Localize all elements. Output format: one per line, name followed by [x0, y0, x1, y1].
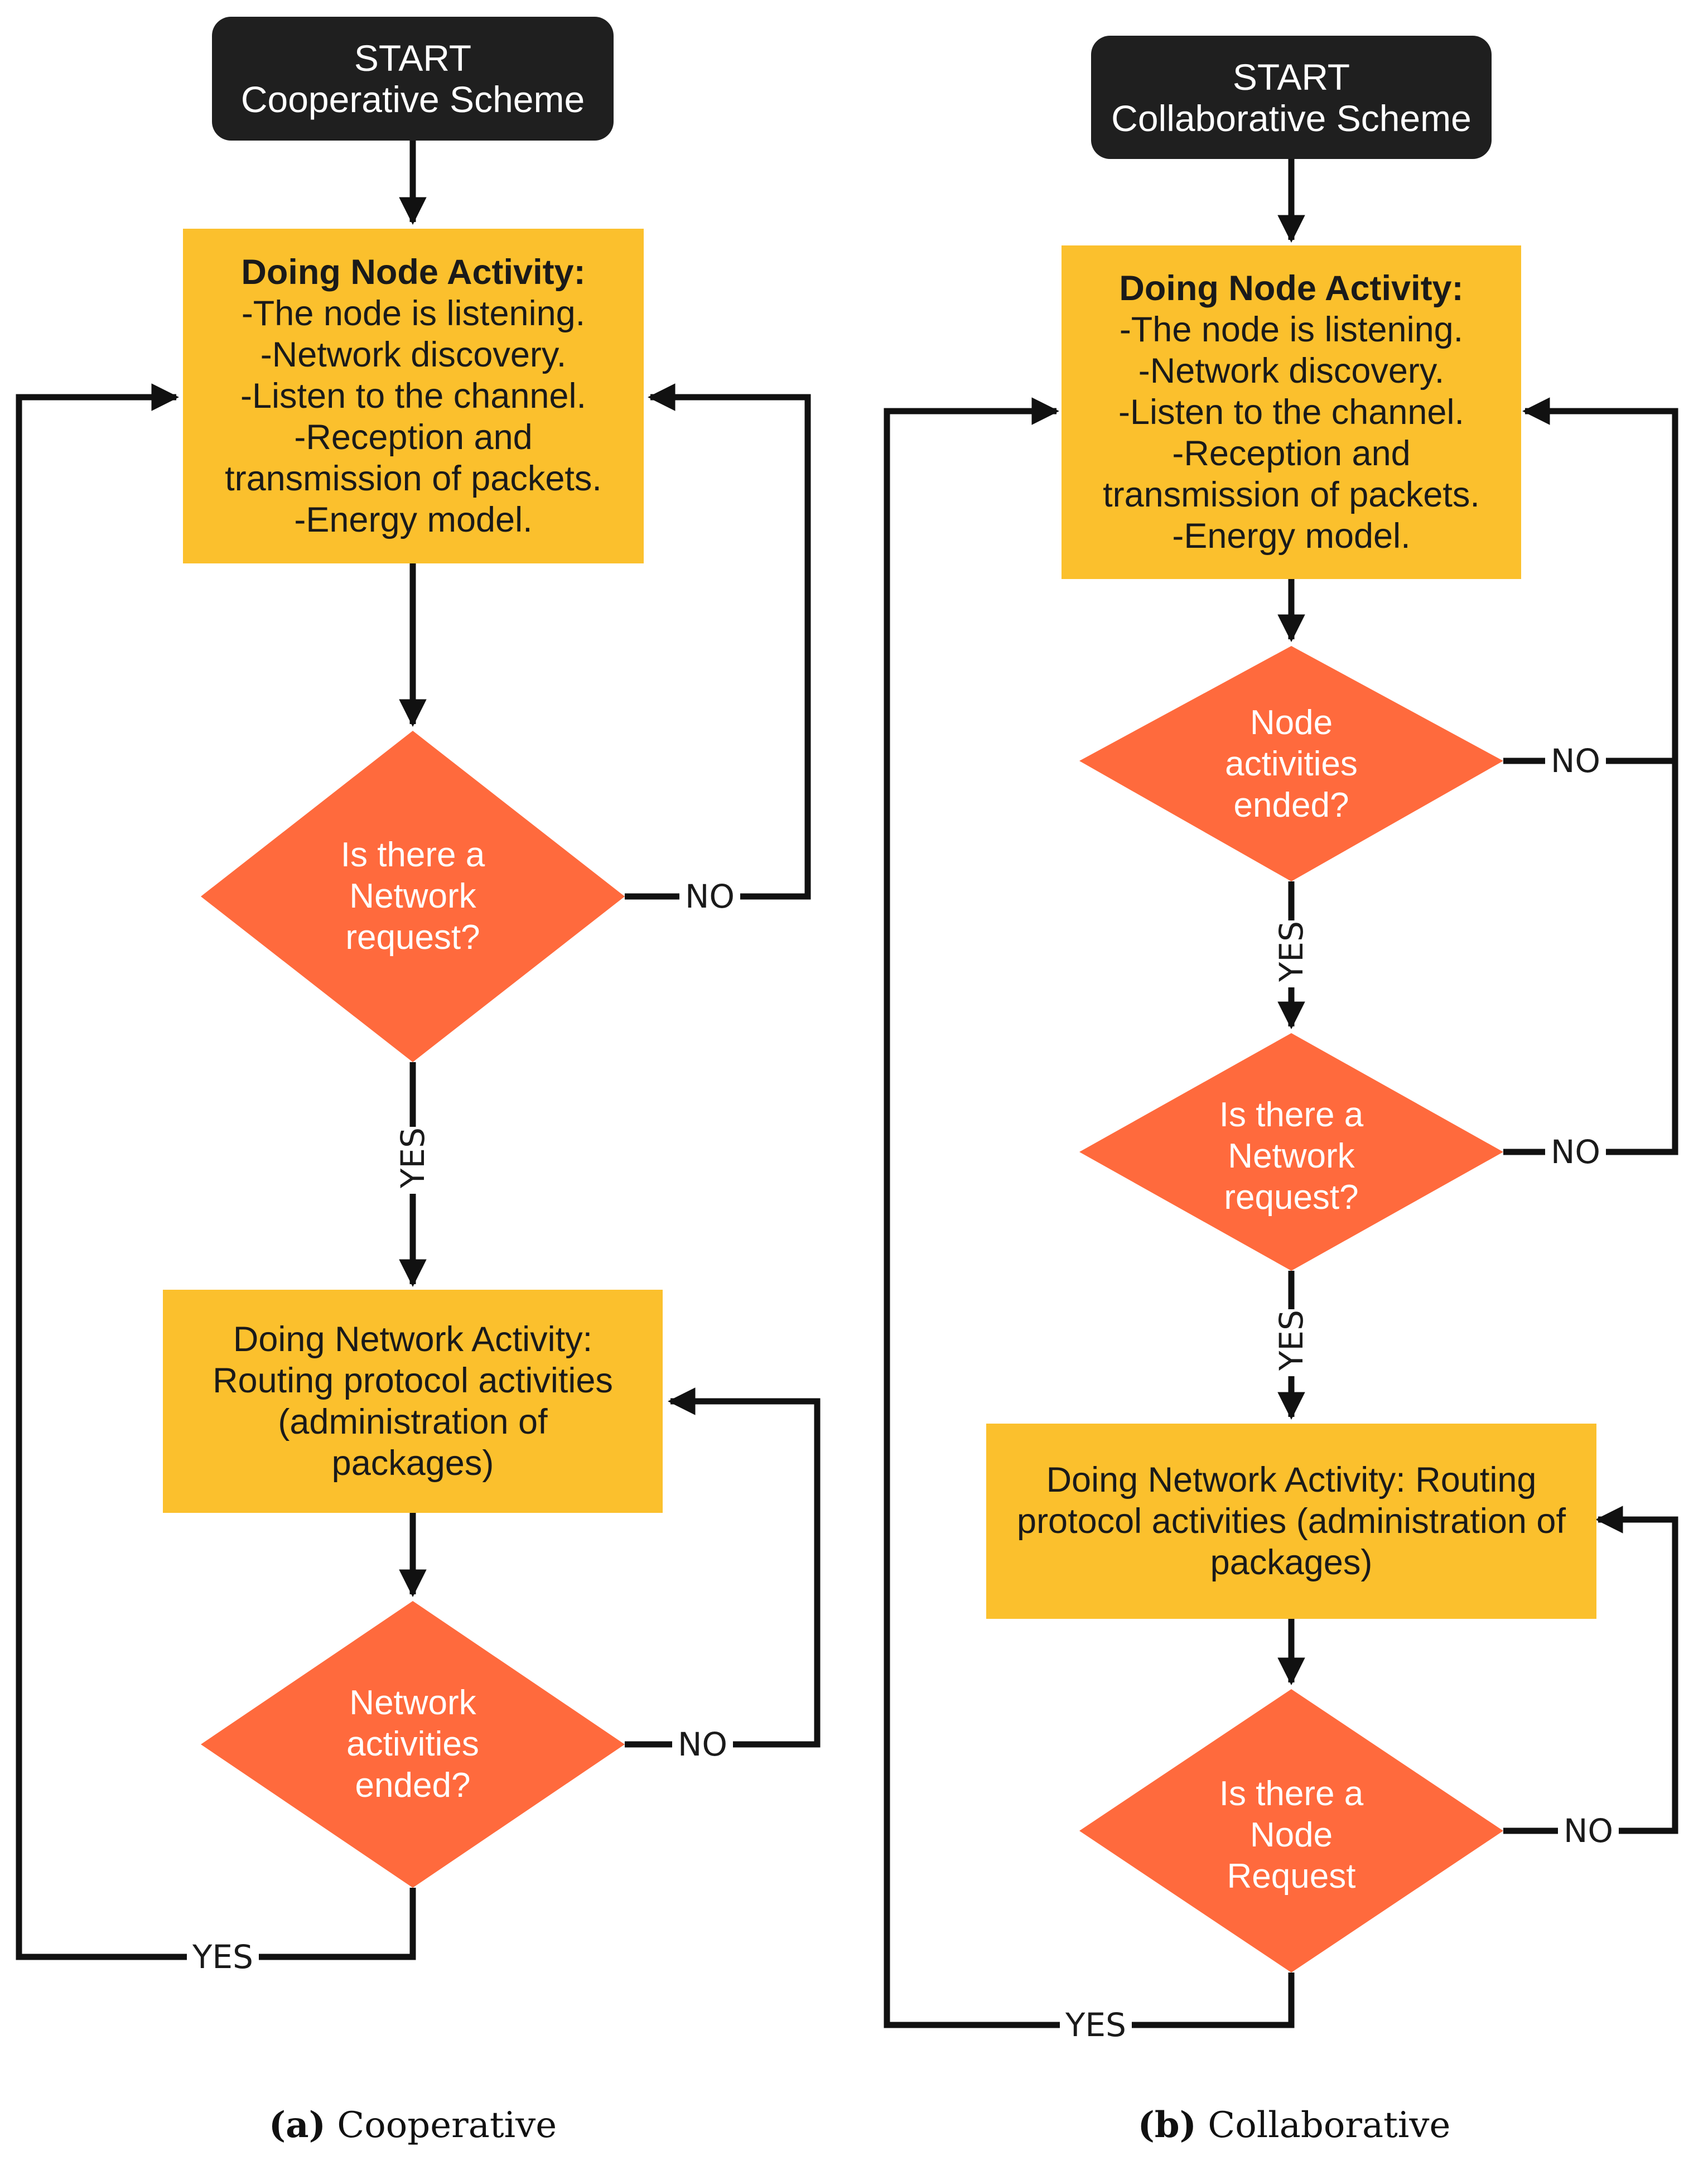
node-activity-line-b: -Network discovery. — [1138, 351, 1445, 390]
yes-label-node-request-b: YES — [1060, 2007, 1132, 2043]
caption-a: (a) Cooperative — [268, 2104, 558, 2147]
network-activity-box-a: Doing Network Activity: Routing protocol… — [163, 1290, 663, 1513]
start-line-2-b: Collaborative Scheme — [1111, 97, 1471, 139]
node-activity-line-a: transmission of packets. — [225, 459, 602, 498]
decision-network-ended-a: Network activities ended? — [279, 1674, 547, 1815]
decision-node-ended-b: Node activities ended? — [1157, 700, 1425, 828]
decision-diamond-node-ended-b — [1079, 646, 1503, 881]
network-activity-line-a: Routing protocol activities — [213, 1361, 613, 1400]
no-label-node-ended-b: NO — [1545, 743, 1606, 779]
start-line-1-b: START — [1232, 56, 1350, 98]
network-activity-line-a: Doing Network Activity: — [233, 1320, 593, 1359]
network-activity-line-a: packages) — [331, 1444, 494, 1483]
decision-line-a: Network — [349, 1684, 476, 1722]
node-activity-line-a: -Listen to the channel. — [240, 377, 586, 416]
node-activity-box-a: Doing Node Activity: -The node is listen… — [183, 229, 644, 563]
decision-line-b: Node — [1249, 1816, 1333, 1854]
caption-a-text: Cooperative — [337, 2105, 557, 2146]
decision-line-b: Network — [1228, 1137, 1355, 1175]
decision-diamond-network-ended-a — [201, 1601, 625, 1888]
node-activity-line-b: -Energy model. — [1172, 517, 1411, 556]
start-line-1-a: START — [354, 37, 472, 79]
connector-no-request-b — [1503, 761, 1678, 1155]
yes-label-ended-a: YES — [187, 1939, 259, 1975]
yes-label-request-a: YES — [394, 1127, 432, 1194]
loop-no-request-a — [625, 383, 811, 900]
decision-line-b: request? — [1224, 1178, 1359, 1217]
node-activity-line-a: -Reception and — [294, 418, 533, 457]
start-terminal-b: START Collaborative Scheme — [1091, 36, 1492, 159]
decision-diamond-network-request-b — [1079, 1033, 1503, 1271]
network-activity-line-b: packages) — [1210, 1543, 1373, 1582]
no-label-network-request-b: NO — [1545, 1134, 1606, 1170]
node-activity-line-a: -The node is listening. — [241, 294, 586, 333]
node-activity-line-b: transmission of packets. — [1103, 475, 1480, 514]
decision-line-b: Is there a — [1219, 1096, 1364, 1134]
loop-yes-node-request-b — [884, 397, 1295, 2028]
decision-line-b: ended? — [1233, 786, 1349, 824]
decision-line-a: activities — [346, 1725, 479, 1763]
decision-diamond-node-request-b — [1079, 1689, 1503, 1973]
node-activity-heading-a: Doing Node Activity: — [241, 253, 586, 292]
caption-b-letter: (b) — [1137, 2104, 1196, 2146]
loop-yes-ended-a — [16, 383, 416, 1960]
loop-no-b — [1503, 397, 1678, 764]
network-activity-line-b: Doing Network Activity: Routing — [1046, 1460, 1537, 1499]
yes-label-node-ended-b: YES — [1272, 920, 1310, 987]
yes-label-network-request-b: YES — [1272, 1309, 1310, 1376]
decision-diamond-network-request-a — [201, 731, 625, 1062]
caption-b-text: Collaborative — [1208, 2105, 1451, 2146]
node-activity-box-b: Doing Node Activity: -The node is listen… — [1062, 245, 1521, 579]
network-activity-box-b: Doing Network Activity: Routing protocol… — [986, 1424, 1596, 1619]
decision-line-a: Network — [349, 877, 476, 915]
caption-a-letter: (a) — [268, 2104, 326, 2146]
no-label-node-request-b: NO — [1558, 1813, 1619, 1849]
decision-line-b: Node — [1249, 703, 1333, 742]
node-activity-heading-b: Doing Node Activity: — [1119, 269, 1464, 308]
start-line-2-a: Cooperative Scheme — [240, 79, 585, 120]
decision-network-request-a: Is there a Network request? — [279, 826, 547, 967]
decision-network-request-b: Is there a Network request? — [1157, 1092, 1425, 1221]
start-terminal-a: START Cooperative Scheme — [212, 17, 614, 141]
decision-line-b: activities — [1225, 745, 1358, 783]
no-label-ended-a: NO — [672, 1727, 734, 1762]
network-activity-line-a: (administration of — [278, 1402, 548, 1441]
decision-line-b: Is there a — [1219, 1774, 1364, 1813]
network-activity-line-b: protocol activities (administration of — [1017, 1502, 1566, 1541]
decision-node-request-b: Is there a Node Request — [1157, 1771, 1425, 1899]
decision-line-a: ended? — [355, 1766, 471, 1805]
node-activity-line-a: -Energy model. — [294, 500, 533, 539]
decision-line-b: Request — [1227, 1857, 1356, 1896]
no-label-request-a: NO — [679, 879, 741, 914]
node-activity-line-a: -Network discovery. — [260, 335, 567, 374]
decision-line-a: request? — [345, 918, 480, 957]
node-activity-line-b: -The node is listening. — [1119, 310, 1464, 349]
caption-b: (b) Collaborative — [1121, 2104, 1467, 2147]
node-activity-line-b: -Listen to the channel. — [1118, 393, 1464, 432]
decision-line-a: Is there a — [340, 836, 485, 874]
node-activity-line-b: -Reception and — [1172, 434, 1411, 473]
